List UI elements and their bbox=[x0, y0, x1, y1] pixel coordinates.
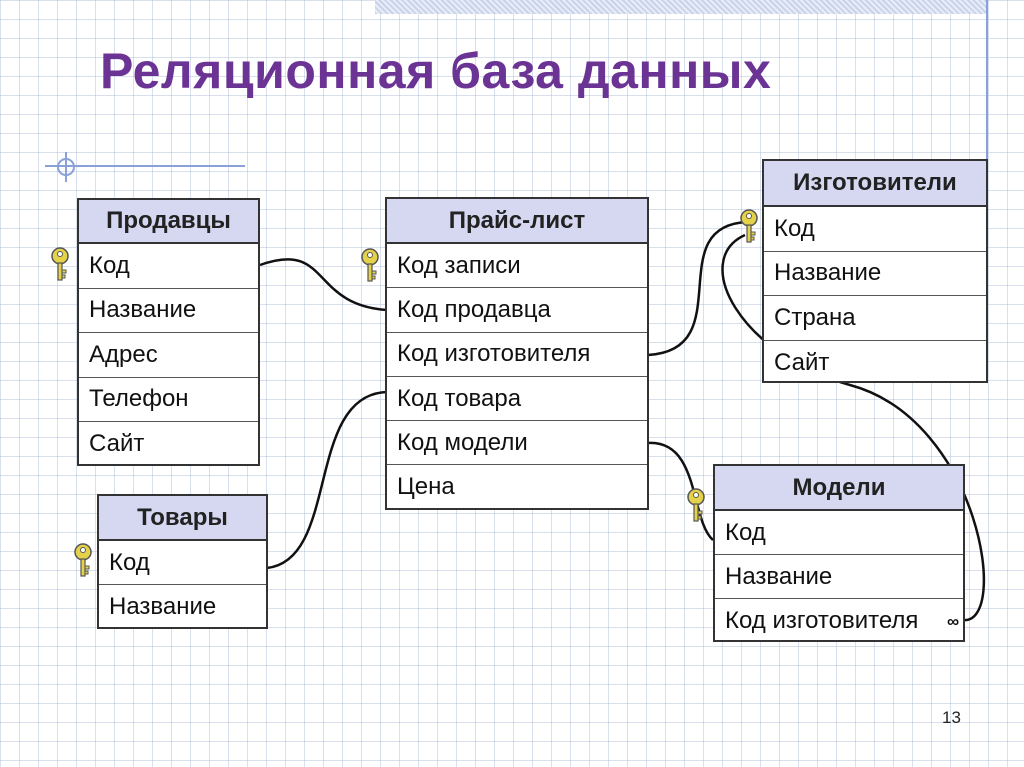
guide-crosshair-circle bbox=[57, 158, 75, 176]
table-row: Адрес bbox=[79, 333, 258, 378]
table-modeli: Модели Код Название Код изготовителя bbox=[713, 464, 965, 642]
guide-line-horizontal bbox=[45, 165, 245, 167]
table-row: Код продавца bbox=[387, 288, 647, 333]
link-tovary-price bbox=[266, 390, 388, 570]
table-izgotoviteli: Изготовители Код Название Страна Сайт bbox=[762, 159, 988, 383]
table-prodavtsy-header: Продавцы bbox=[79, 200, 258, 244]
table-row: Код изготовителя bbox=[725, 607, 919, 634]
table-row: Название bbox=[109, 593, 217, 620]
table-row: Код bbox=[715, 511, 963, 555]
table-row: Код модели bbox=[387, 421, 647, 466]
table-row: Название bbox=[79, 289, 258, 333]
link-price-modeli bbox=[647, 441, 714, 541]
table-row: Код bbox=[99, 541, 266, 585]
many-relation-symbol: ∞ bbox=[947, 612, 960, 631]
key-icon bbox=[687, 488, 705, 522]
table-row: Название bbox=[715, 555, 963, 599]
table-modeli-header: Модели bbox=[715, 466, 963, 511]
table-izgotoviteli-header: Изготовители bbox=[764, 161, 986, 207]
table-row: Код товара bbox=[387, 377, 647, 422]
top-pattern-band bbox=[375, 0, 987, 14]
key-icon bbox=[51, 247, 69, 281]
link-modeli-izgotoviteli bbox=[721, 233, 986, 622]
table-row: Сайт bbox=[89, 430, 145, 457]
page-number: 13 bbox=[942, 708, 961, 727]
table-row: Название bbox=[764, 252, 986, 296]
slide-title: Реляционная база данных bbox=[100, 43, 772, 99]
table-prodavtsy: Продавцы Код Название Адрес Телефон Сайт bbox=[77, 198, 260, 466]
table-price: Прайс-лист Код записи Код продавца Код и… bbox=[385, 197, 649, 510]
table-row: Код записи bbox=[387, 244, 647, 289]
table-row: Страна bbox=[764, 296, 986, 341]
table-row: Код изготовителя bbox=[387, 333, 647, 377]
guide-line-vertical bbox=[986, 0, 988, 260]
table-row: Код bbox=[79, 244, 258, 289]
key-icon bbox=[361, 248, 379, 282]
table-price-header: Прайс-лист bbox=[387, 199, 647, 244]
table-row: Телефон bbox=[79, 378, 258, 422]
link-price-izgotoviteli bbox=[647, 220, 749, 357]
table-tovary: Товары Код Название bbox=[97, 494, 268, 629]
link-prodavtsy-price bbox=[259, 258, 388, 312]
table-row: Сайт bbox=[774, 348, 830, 376]
key-icon bbox=[740, 209, 758, 243]
table-row: Цена bbox=[397, 473, 455, 501]
table-tovary-header: Товары bbox=[99, 496, 266, 541]
key-icon bbox=[74, 543, 92, 577]
table-row: Код bbox=[764, 207, 986, 252]
